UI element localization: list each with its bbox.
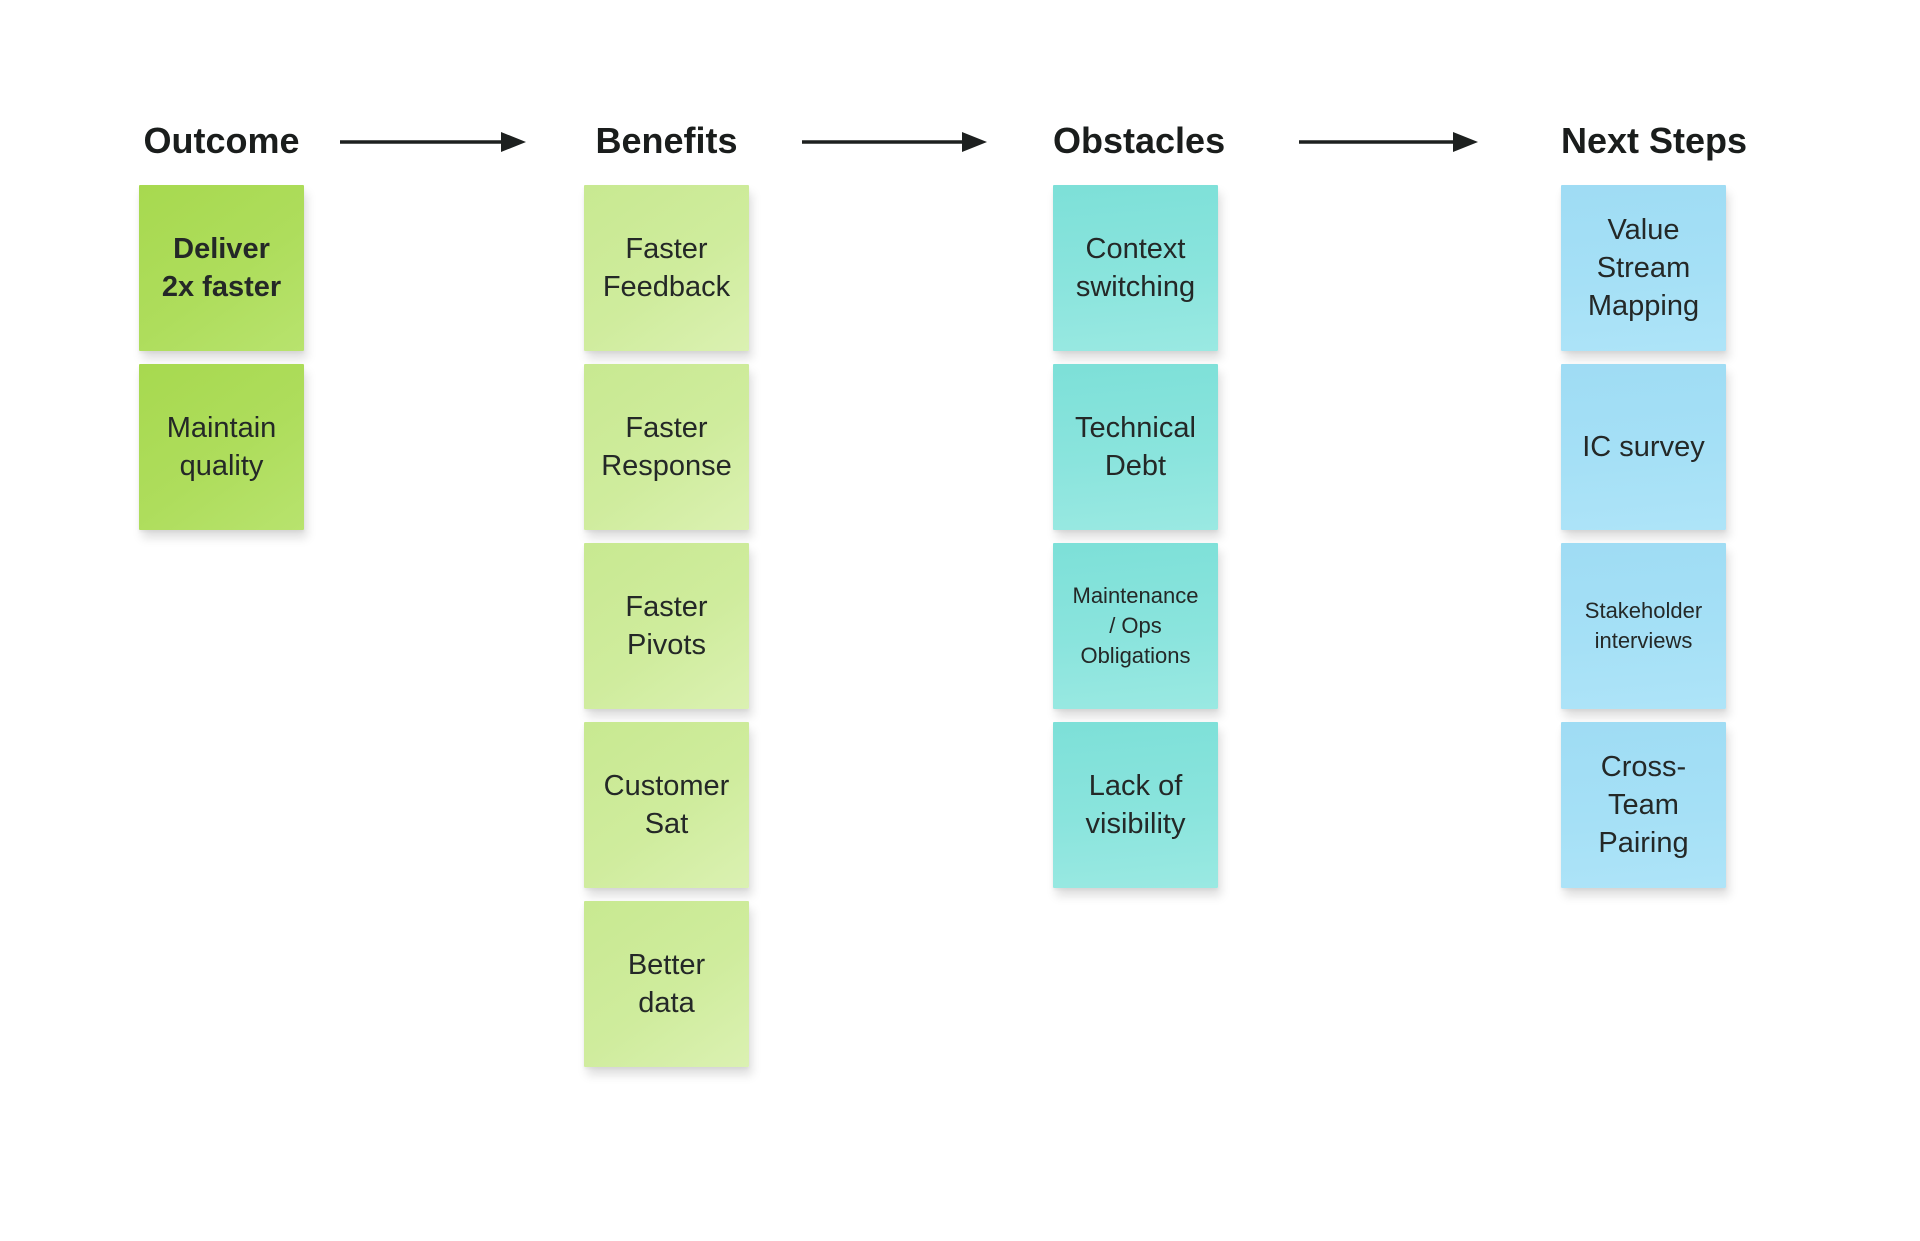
sticky-note-text: Lack of visibility [1085,769,1186,840]
sticky-note-text: Maintain quality [166,411,277,482]
sticky-note-value-stream-mapping[interactable]: Value Stream Mapping [1561,185,1726,351]
column-title-next-steps: Next Steps [1561,120,1748,161]
sticky-note-context-switching[interactable]: Context switching [1053,185,1218,351]
sticky-note-text: Faster Response [601,411,732,482]
column-title-outcome: Outcome [143,120,300,161]
sticky-note-stakeholder-interviews[interactable]: Stakeholder interviews [1561,543,1726,709]
sticky-note-text: Technical Debt [1075,411,1196,482]
arrow-right-icon [1299,132,1478,152]
flow-arrow-benefits-to-obstacles [801,128,988,156]
sticky-note-maintenance-ops-obligations[interactable]: Maintenance / Ops Obligations [1053,543,1218,709]
sticky-note-text: Stakeholder interviews [1584,598,1703,653]
column-title-obstacles: Obstacles [1053,120,1226,161]
column-outcome: Outcome Deliver 2x faster Maintain quali… [139,119,304,543]
sticky-note-better-data[interactable]: Better data [584,901,749,1067]
arrow-right-icon [802,132,987,152]
sticky-note-cross-team-pairing[interactable]: Cross- Team Pairing [1561,722,1726,888]
sticky-note-deliver-2x-faster[interactable]: Deliver 2x faster [139,185,304,351]
sticky-note-text: Value Stream Mapping [1587,213,1700,323]
sticky-note-text: Customer Sat [603,769,730,840]
flow-arrow-obstacles-to-next-steps [1298,128,1479,156]
column-benefits: Benefits Faster Feedback Faster Response… [584,119,749,1080]
sticky-note-text: Faster Pivots [625,590,708,661]
sticky-note-faster-response[interactable]: Faster Response [584,364,749,530]
sticky-note-text: Context switching [1075,232,1196,303]
sticky-note-text: Maintenance / Ops Obligations [1072,583,1199,668]
sticky-note-ic-survey[interactable]: IC survey [1561,364,1726,530]
flow-arrow-outcome-to-benefits [339,128,527,156]
sticky-note-text: Better data [627,948,706,1019]
sticky-note-text: Deliver 2x faster [161,232,282,303]
column-title-benefits: Benefits [595,120,738,161]
sticky-note-faster-pivots[interactable]: Faster Pivots [584,543,749,709]
column-next-steps: Next Steps Value Stream Mapping IC surve… [1561,119,1748,901]
sticky-note-text: Faster Feedback [602,232,731,303]
sticky-note-customer-sat[interactable]: Customer Sat [584,722,749,888]
sticky-note-technical-debt[interactable]: Technical Debt [1053,364,1218,530]
arrow-right-icon [340,132,526,152]
sticky-note-lack-of-visibility[interactable]: Lack of visibility [1053,722,1218,888]
column-obstacles: Obstacles Context switching Technical De… [1053,119,1226,901]
sticky-note-maintain-quality[interactable]: Maintain quality [139,364,304,530]
sticky-note-text: IC survey [1582,430,1705,463]
sticky-note-faster-feedback[interactable]: Faster Feedback [584,185,749,351]
sticky-note-text: Cross- Team Pairing [1598,750,1689,860]
